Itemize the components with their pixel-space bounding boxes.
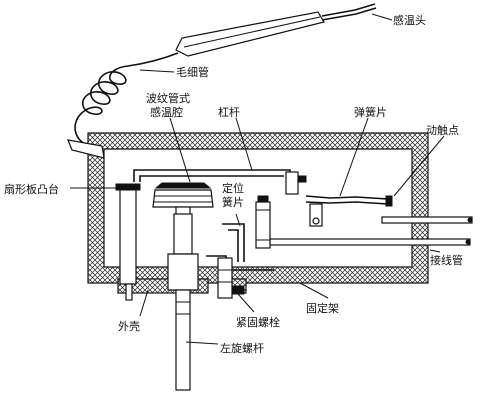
label-fixed-leaf-line1: 定位 bbox=[222, 181, 244, 195]
label-fixed-frame: 固定架 bbox=[306, 301, 339, 315]
label-bellows-line2: 感温腔 bbox=[150, 105, 183, 119]
cam-post bbox=[115, 183, 141, 301]
leader-lines bbox=[70, 13, 445, 345]
label-moving-contact: 动触点 bbox=[426, 123, 459, 137]
lever bbox=[133, 169, 307, 195]
label-lever: 杠杆 bbox=[218, 105, 240, 119]
label-bellows-line1: 波纹管式 bbox=[146, 91, 190, 105]
fixed-spring-leaf bbox=[222, 223, 245, 262]
label-fixed-leaf-line2: 簧片 bbox=[222, 195, 244, 209]
label-spring-leaf: 弹簧片 bbox=[354, 105, 387, 119]
spring-leaf bbox=[305, 195, 389, 227]
label-cam: 扇形板凸台 bbox=[4, 182, 59, 196]
terminal-tubes bbox=[269, 216, 473, 246]
contact-clamp bbox=[255, 195, 271, 249]
bellows-chamber bbox=[152, 182, 214, 216]
label-lock-bolt: 紧固螺栓 bbox=[236, 315, 280, 329]
labels: 感温头 毛细管 波纹管式 感温腔 杠杆 弹簧片 动触点 扇形板凸台 定位 簧片 … bbox=[4, 14, 463, 355]
label-terminal-tube: 接线管 bbox=[430, 253, 463, 267]
capillary-tube bbox=[67, 52, 179, 159]
label-left-screw: 左旋螺杆 bbox=[220, 341, 264, 355]
lock-bolt bbox=[217, 257, 245, 299]
label-housing: 外壳 bbox=[118, 319, 140, 333]
label-sensing-bulb: 感温头 bbox=[393, 14, 426, 27]
sensing-bulb bbox=[175, 3, 377, 57]
label-capillary: 毛细管 bbox=[176, 65, 209, 79]
left-hand-screw bbox=[167, 213, 199, 391]
moving-contact bbox=[385, 195, 393, 207]
